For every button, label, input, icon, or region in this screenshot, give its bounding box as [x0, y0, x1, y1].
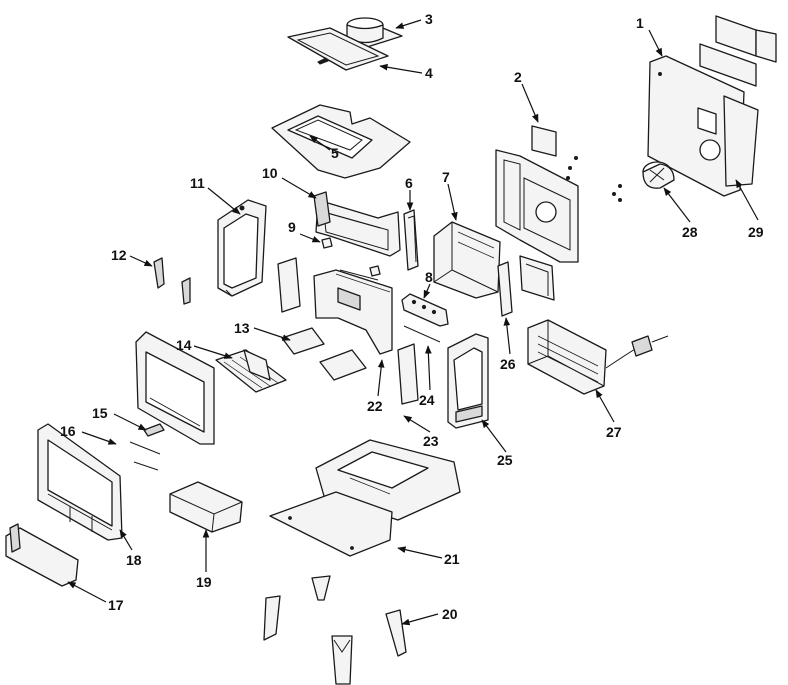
callout-26: 26 — [500, 356, 516, 372]
part-14-grate[interactable] — [215, 349, 287, 393]
callout-11: 11 — [190, 175, 205, 191]
callout-23: 23 — [423, 433, 439, 449]
callout-28: 28 — [682, 224, 698, 240]
callout-7: 7 — [442, 169, 450, 185]
part-25-front-door[interactable] — [447, 333, 489, 429]
part-21-bottom-plate[interactable] — [269, 491, 393, 557]
part-12-hinges[interactable] — [153, 257, 191, 305]
callout-29: 29 — [748, 224, 764, 240]
callout-19: 19 — [196, 574, 212, 590]
part-18-front-door[interactable] — [37, 423, 123, 541]
part-19-ash-pan[interactable] — [169, 481, 243, 533]
callout-9: 9 — [288, 219, 296, 235]
callout-13: 13 — [234, 320, 250, 336]
part-7-heat-box[interactable] — [433, 221, 501, 299]
callout-14: 14 — [176, 337, 192, 353]
part-4-top-lid[interactable] — [287, 27, 389, 71]
part-9-clip[interactable] — [321, 237, 333, 249]
callout-8: 8 — [425, 269, 433, 285]
part-5-top-casting[interactable] — [271, 104, 411, 179]
part-20-legs[interactable] — [263, 575, 407, 685]
callout-22: 22 — [367, 398, 383, 414]
callout-4: 4 — [425, 65, 433, 81]
callout-6: 6 — [405, 175, 413, 191]
callout-15: 15 — [92, 405, 108, 421]
leader-lines — [67, 19, 759, 626]
part-28-duct[interactable] — [612, 161, 675, 202]
callout-25: 25 — [497, 452, 513, 468]
part-13-firebricks[interactable] — [277, 257, 419, 405]
callout-16: 16 — [60, 423, 76, 439]
callout-1: 1 — [636, 15, 644, 31]
part-22-firebox-back[interactable] — [313, 265, 393, 355]
callout-24: 24 — [419, 392, 435, 408]
part-1-back-panel[interactable] — [647, 55, 745, 197]
callout-5: 5 — [331, 145, 339, 161]
callout-labels: 1 3 4 2 5 6 7 8 9 10 11 12 13 14 15 16 1… — [60, 11, 764, 622]
part-6-side-channel[interactable] — [403, 209, 419, 271]
part-door-frame-left[interactable] — [135, 331, 215, 445]
callout-12: 12 — [111, 247, 127, 263]
part-8-manifold[interactable] — [401, 293, 449, 327]
part-10-baffle[interactable] — [313, 191, 401, 257]
callout-21: 21 — [444, 551, 460, 567]
part-11-side-door[interactable] — [217, 199, 267, 297]
callout-17: 17 — [108, 597, 124, 613]
part-15-latch[interactable] — [129, 423, 165, 471]
callout-10: 10 — [262, 165, 278, 181]
callout-3: 3 — [425, 11, 433, 27]
callout-18: 18 — [126, 552, 142, 568]
part-27-blower[interactable] — [527, 319, 669, 395]
callout-27: 27 — [606, 424, 622, 440]
part-24-rod[interactable] — [339, 269, 441, 343]
part-17-ash-lip[interactable] — [5, 523, 79, 587]
part-2-rear-shield[interactable] — [495, 125, 579, 263]
part-26-bracket[interactable] — [497, 255, 555, 317]
callout-20: 20 — [442, 606, 458, 622]
part-29-shield-plates[interactable] — [699, 15, 777, 187]
callout-2: 2 — [514, 69, 522, 85]
